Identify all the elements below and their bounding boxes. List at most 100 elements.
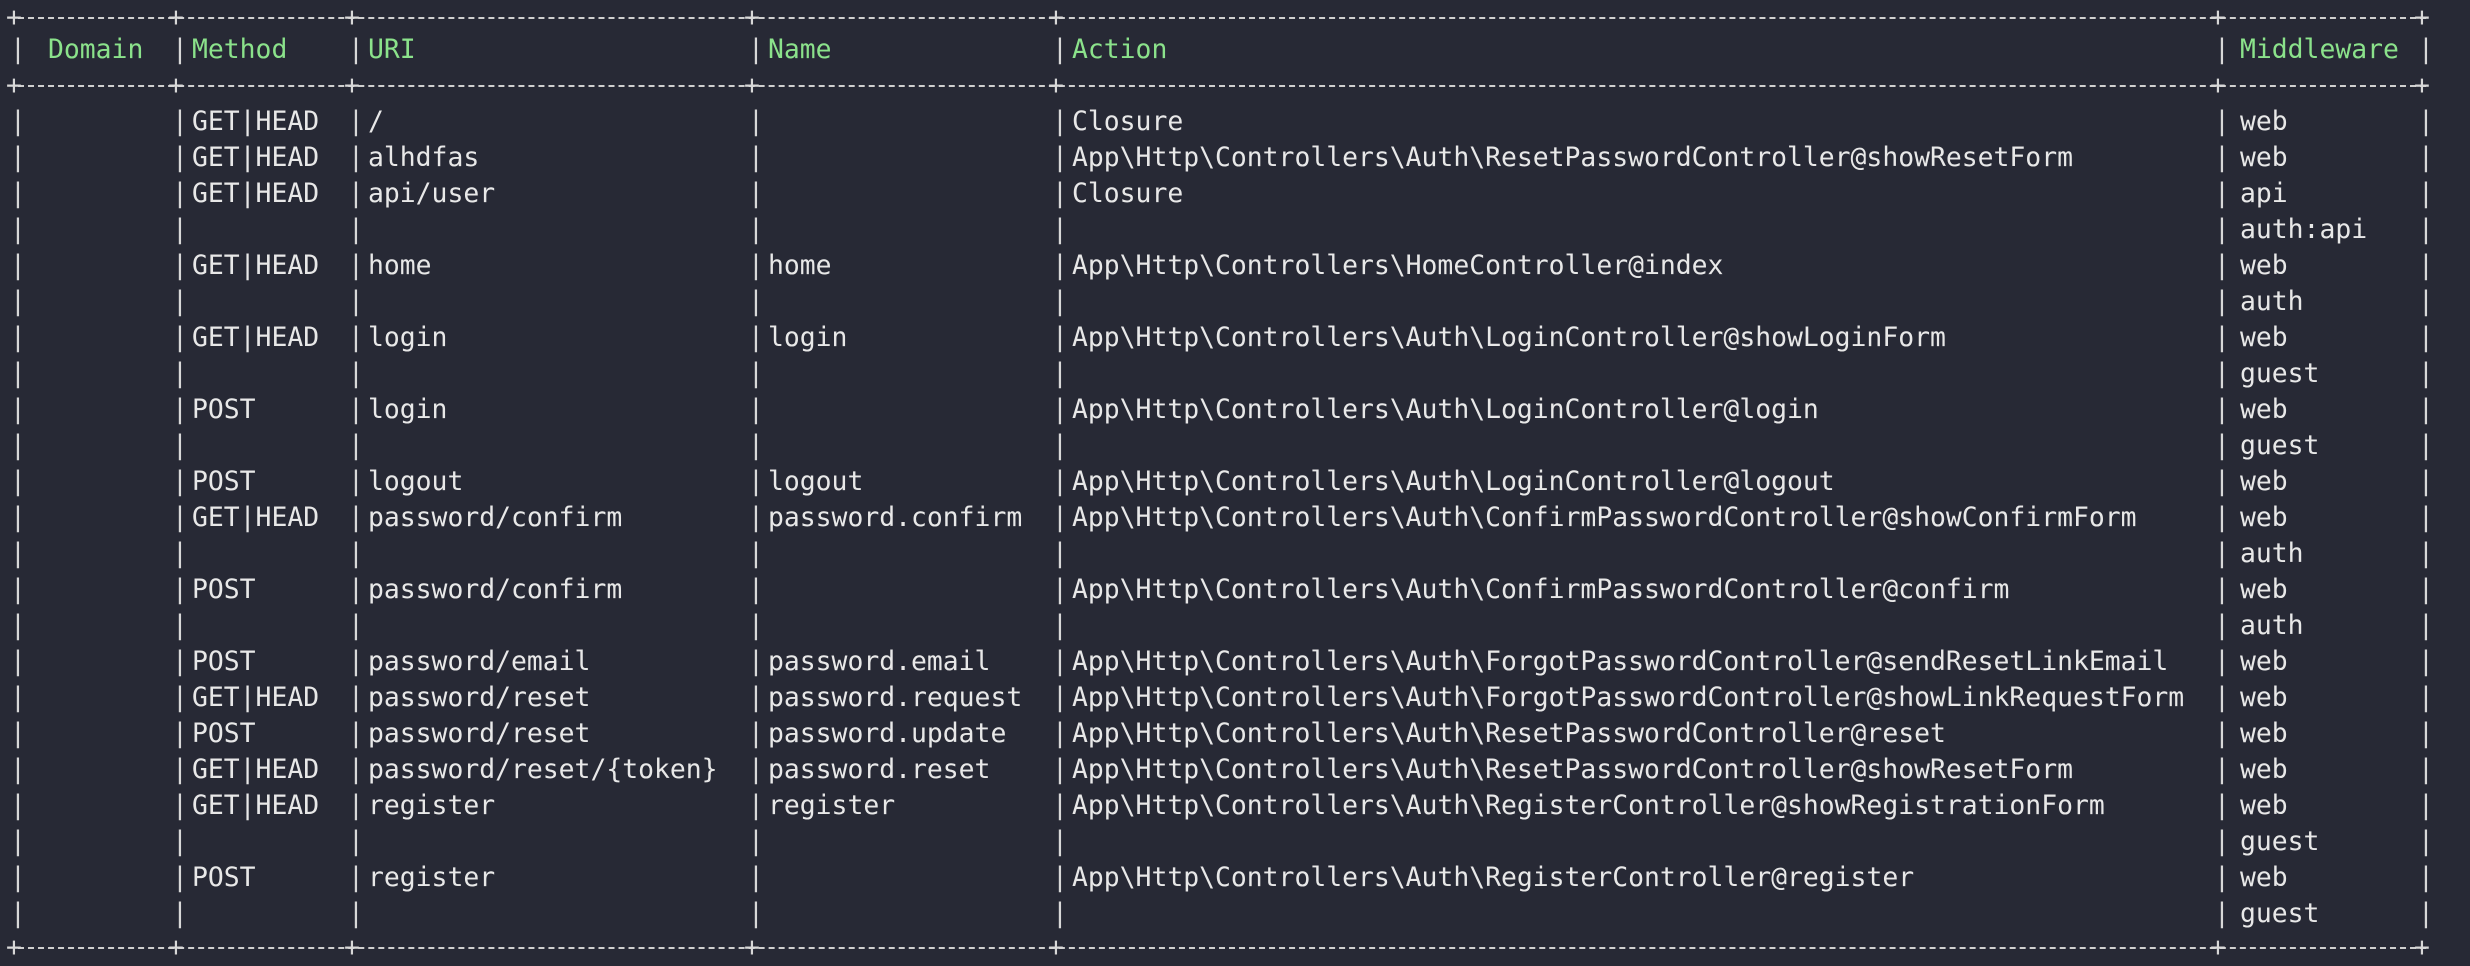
column-separator: |: [10, 142, 26, 173]
column-separator: |: [2214, 538, 2230, 569]
cell-middleware: web: [2240, 142, 2288, 173]
column-separator: |: [2214, 502, 2230, 533]
column-separator: |: [2214, 862, 2230, 893]
column-separator: |: [748, 250, 764, 281]
cell-method: POST: [192, 718, 256, 749]
column-separator: |: [2214, 214, 2230, 245]
cell-name: login: [768, 322, 848, 353]
column-separator: |: [748, 790, 764, 821]
column-separator: |: [10, 538, 26, 569]
cell-middleware: api: [2240, 178, 2288, 209]
cell-name: logout: [768, 466, 864, 497]
column-separator: |: [172, 250, 188, 281]
cell-middleware: auth:api: [2240, 214, 2368, 245]
cell-method: GET|HEAD: [192, 502, 320, 533]
border-corner: +: [168, 932, 184, 963]
column-separator: |: [348, 466, 364, 497]
column-separator: |: [10, 34, 26, 65]
column-separator: |: [10, 790, 26, 821]
column-separator: |: [2418, 718, 2434, 749]
column-separator: |: [172, 538, 188, 569]
cell-middleware: guest: [2240, 898, 2320, 929]
column-separator: |: [1052, 106, 1068, 137]
cell-action: App\Http\Controllers\Auth\ForgotPassword…: [1072, 682, 2185, 713]
column-separator: |: [2418, 286, 2434, 317]
column-separator: |: [1052, 826, 1068, 857]
column-separator: |: [172, 466, 188, 497]
column-separator: |: [2418, 862, 2434, 893]
column-separator: |: [172, 862, 188, 893]
column-separator: |: [1052, 286, 1068, 317]
column-separator: |: [2418, 826, 2434, 857]
table-border-top: + + + + + + +: [6, 0, 2430, 36]
column-separator: |: [2418, 322, 2434, 353]
column-separator: |: [2418, 430, 2434, 461]
column-separator: |: [1052, 898, 1068, 929]
column-separator: |: [172, 826, 188, 857]
column-separator: |: [172, 682, 188, 713]
column-separator: |: [348, 502, 364, 533]
column-separator: |: [2214, 790, 2230, 821]
column-separator: |: [172, 106, 188, 137]
cell-middleware: guest: [2240, 430, 2320, 461]
column-separator: |: [1052, 718, 1068, 749]
column-separator: |: [172, 718, 188, 749]
column-separator: |: [2418, 538, 2434, 569]
column-separator: |: [748, 214, 764, 245]
column-separator: |: [10, 106, 26, 137]
column-separator: |: [748, 466, 764, 497]
cell-middleware: web: [2240, 466, 2288, 497]
header-method: Method: [192, 34, 288, 65]
column-separator: |: [10, 466, 26, 497]
cell-method: POST: [192, 862, 256, 893]
cell-middleware: web: [2240, 790, 2288, 821]
column-separator: |: [2214, 250, 2230, 281]
column-separator: |: [748, 826, 764, 857]
cell-action: App\Http\Controllers\HomeController@inde…: [1072, 250, 1724, 281]
column-separator: |: [10, 862, 26, 893]
dash-line: [18, 947, 2426, 949]
column-separator: |: [172, 754, 188, 785]
column-separator: |: [1052, 466, 1068, 497]
border-corner: +: [2210, 932, 2226, 963]
column-separator: |: [348, 394, 364, 425]
column-separator: |: [748, 610, 764, 641]
header-uri: URI: [368, 34, 416, 65]
border-corner: +: [744, 932, 760, 963]
column-separator: |: [748, 34, 764, 65]
column-separator: |: [1052, 610, 1068, 641]
header-action: Action: [1072, 34, 1168, 65]
cell-middleware: web: [2240, 754, 2288, 785]
column-separator: |: [748, 142, 764, 173]
cell-middleware: web: [2240, 682, 2288, 713]
header-middleware: Middleware: [2240, 34, 2399, 65]
column-separator: |: [10, 358, 26, 389]
cell-action: App\Http\Controllers\Auth\RegisterContro…: [1072, 862, 1915, 893]
column-separator: |: [10, 250, 26, 281]
column-separator: |: [2214, 34, 2230, 65]
dash-line: [18, 85, 2426, 87]
column-separator: |: [348, 106, 364, 137]
column-separator: |: [10, 646, 26, 677]
column-separator: |: [10, 430, 26, 461]
column-separator: |: [348, 754, 364, 785]
column-separator: |: [2214, 178, 2230, 209]
cell-action: App\Http\Controllers\Auth\RegisterContro…: [1072, 790, 2105, 821]
column-separator: |: [348, 250, 364, 281]
column-separator: |: [748, 862, 764, 893]
column-separator: |: [748, 538, 764, 569]
column-separator: |: [172, 610, 188, 641]
column-separator: |: [2418, 502, 2434, 533]
column-separator: |: [748, 754, 764, 785]
column-separator: |: [2214, 322, 2230, 353]
column-separator: |: [1052, 34, 1068, 65]
table-border-header: + + + + + + +: [6, 68, 2430, 104]
column-separator: |: [172, 142, 188, 173]
cell-middleware: auth: [2240, 286, 2304, 317]
column-separator: |: [1052, 862, 1068, 893]
cell-middleware: auth: [2240, 610, 2304, 641]
column-separator: |: [2418, 682, 2434, 713]
column-separator: |: [348, 898, 364, 929]
border-corner: +: [168, 2, 184, 33]
column-separator: |: [2214, 898, 2230, 929]
